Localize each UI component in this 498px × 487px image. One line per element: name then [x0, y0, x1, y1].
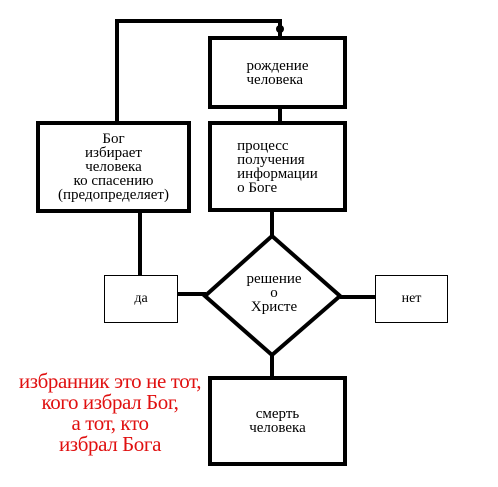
death-label: смерть человека [249, 406, 306, 436]
process-label: процесс получения информации о Боге [237, 137, 318, 196]
red-note-text: избранник это не тот, кого избрал Бог, а… [18, 369, 202, 456]
death-box: смерть человека [208, 376, 347, 466]
no-label: нет [401, 291, 422, 306]
god-chooses-box: Бог избирает человека ко спасению (предо… [36, 121, 191, 213]
god-chooses-label: Бог избирает человека ко спасению (предо… [58, 131, 169, 203]
process-box: процесс получения информации о Боге [208, 121, 347, 212]
decision-label: решение о Христе [246, 271, 302, 315]
decision-diamond [201, 233, 344, 358]
yes-label: да [134, 291, 148, 306]
birth-label: рождение человека [246, 57, 309, 88]
no-box: нет [375, 275, 448, 323]
birth-box: рождение человека [208, 36, 347, 109]
yes-box: да [104, 275, 178, 323]
connector-joint-dot [276, 25, 284, 33]
